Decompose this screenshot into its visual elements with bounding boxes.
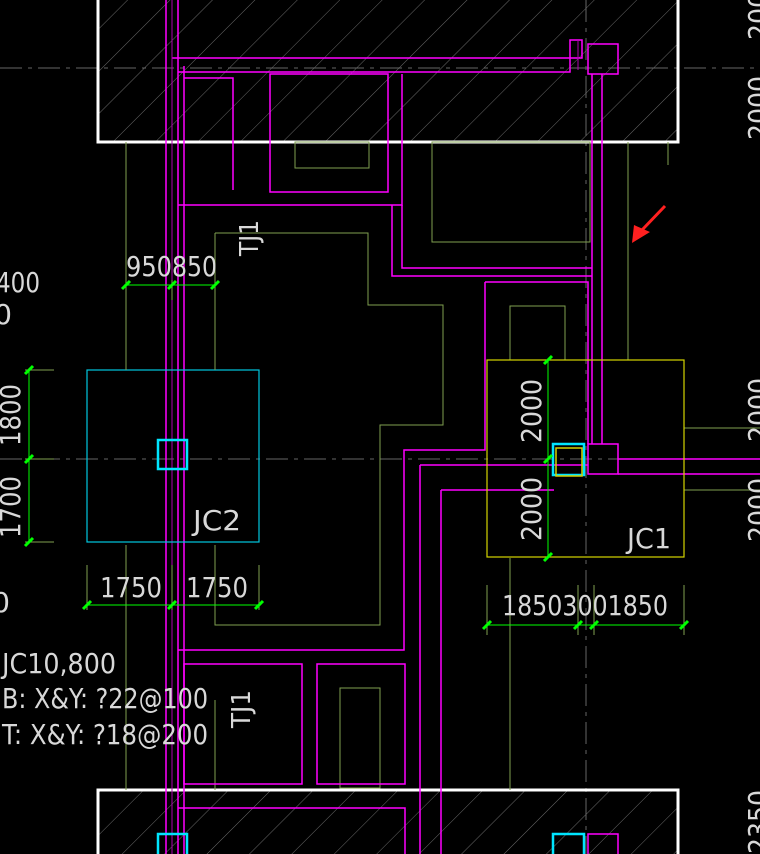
magenta-outlines: [165, 0, 760, 854]
note-line-3: T: X&Y: ?18@200: [1, 718, 208, 751]
jc1-label: JC1: [625, 522, 671, 555]
right-edge-text-3: 2000: [742, 378, 760, 442]
jc2-column: [156, 438, 189, 471]
note-line-2: B: X&Y: ?22@100: [2, 682, 208, 715]
jc2-label: JC2: [191, 504, 241, 537]
footing-jc2[interactable]: JC2: [86, 369, 260, 543]
left-edge-text-2: 0: [0, 298, 12, 331]
jc2-dim-top-1: 950: [126, 250, 172, 283]
tj1-lower-label: TJ1: [227, 690, 257, 729]
jc2-dim-top-2: 850: [172, 250, 217, 283]
magenta-inner-lines: [171, 0, 579, 854]
jc2-dim-left-1: 1800: [0, 384, 27, 446]
right-edge-text-2: 2000: [742, 76, 760, 140]
note-line-1: JC10,800: [0, 647, 116, 680]
bottom-columns: [156, 832, 586, 854]
dimension-ticks: [23, 279, 690, 631]
jc2-outline: [86, 369, 260, 543]
footing-jc1[interactable]: JC1: [486, 359, 685, 558]
jc1-dim-vertical-1: 2000: [515, 379, 548, 443]
tj1-upper-label: TJ1: [235, 220, 265, 257]
right-edge-text-4: 2000: [742, 478, 760, 542]
jc1-dim-vertical-2: 2000: [515, 477, 548, 541]
left-edge-text-1: 400: [0, 266, 40, 299]
right-edge-text-1: 2000: [742, 0, 760, 40]
left-edge-text-3: 0: [0, 586, 10, 619]
wall-block-bottom: [96, 788, 680, 854]
footing-note: JC10,800 B: X&Y: ?22@100 T: X&Y: ?18@200: [0, 647, 208, 751]
green-outlines: [125, 141, 760, 790]
jc1-dim-bottom: 18503001850: [502, 589, 668, 622]
dimension-text: 950 850 1800 1700 1750 1750 2000 2000 18…: [0, 250, 668, 622]
jc2-dim-left-2: 1700: [0, 476, 27, 538]
jc1-column-inner: [555, 447, 583, 477]
right-edge-text-5: 2350: [742, 790, 760, 854]
jc2-dim-bottom-2: 1750: [186, 571, 248, 604]
red-arrow-icon: [632, 204, 667, 243]
beam-labels: TJ1 TJ1: [227, 220, 265, 729]
jc1-column: [551, 442, 586, 477]
jc2-dim-bottom-1: 1750: [100, 571, 162, 604]
jc1-outline: [486, 359, 685, 558]
